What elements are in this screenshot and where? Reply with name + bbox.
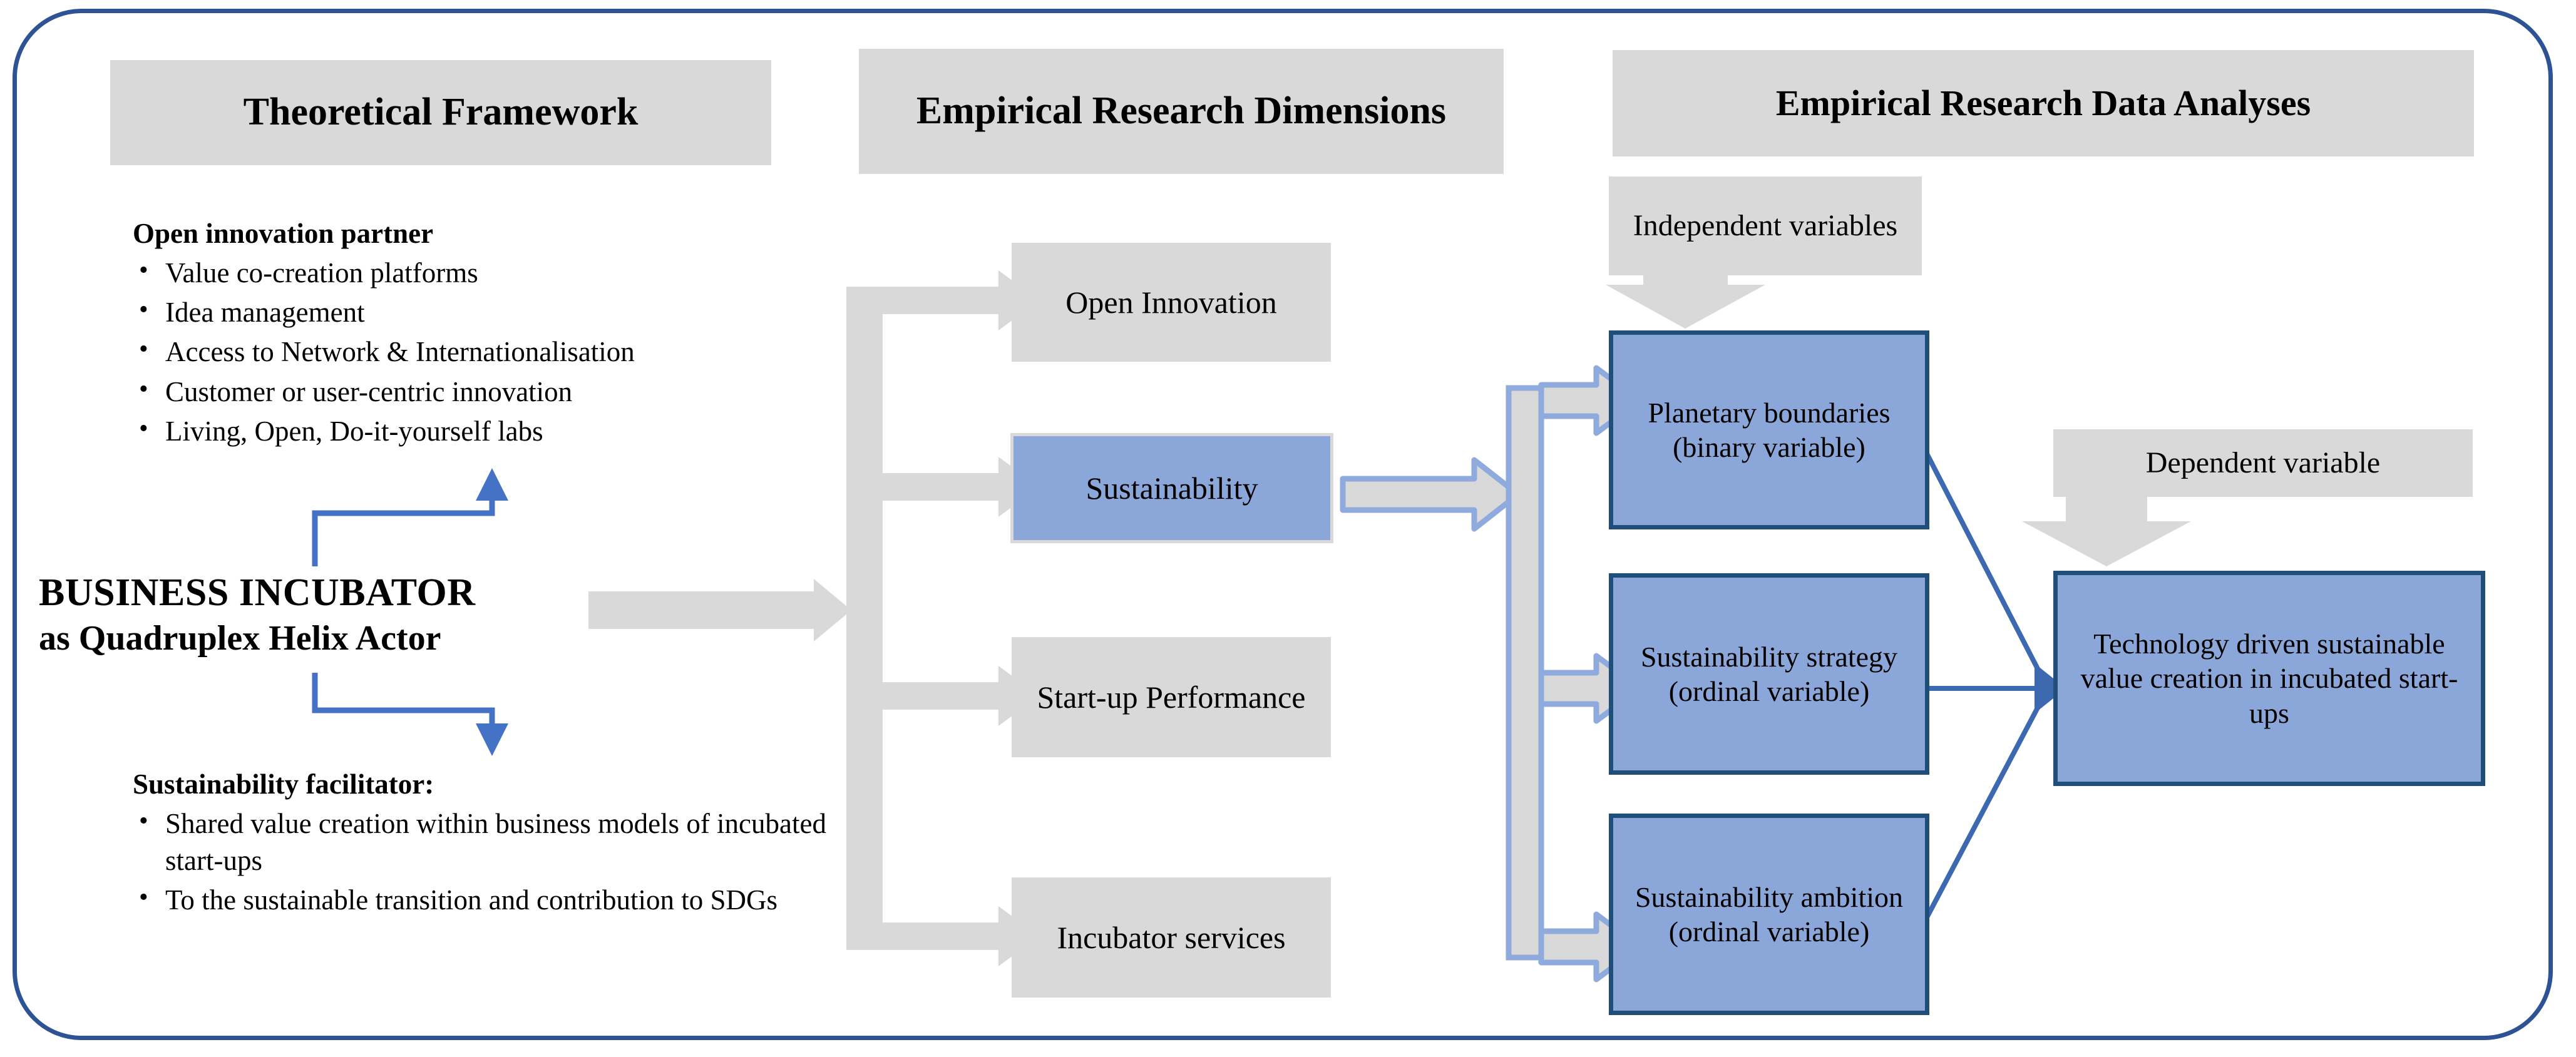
arrow-incubator-to-dimensions <box>588 579 851 641</box>
label-dependent-variable: Dependent variable <box>2053 429 2473 497</box>
sustainability-facilitator-list: Shared value creation within business mo… <box>133 804 828 919</box>
arrow-branch-incubator-services <box>883 906 1039 966</box>
variable-box-technology-driven-value-creation[interactable]: Technology driven sustainable value crea… <box>2053 571 2485 786</box>
list-item: Living, Open, Do-it-yourself labs <box>133 412 840 450</box>
dependent-arrowhead <box>2035 663 2066 713</box>
list-item: Access to Network & Internationalisation <box>133 332 840 370</box>
diagram-outer-frame <box>13 9 2553 1040</box>
business-incubator-subtitle: as Quadruplex Helix Actor <box>39 618 441 658</box>
dimension-box-incubator-services[interactable]: Incubator services <box>1012 877 1331 998</box>
dimension-box-open-innovation[interactable]: Open Innovation <box>1012 243 1331 362</box>
label-independent-variables: Independent variables <box>1609 176 1922 275</box>
arrow-branch-open-innovation <box>883 270 1039 330</box>
variable-box-sustainability-strategy[interactable]: Sustainability strategy (ordinal variabl… <box>1609 573 1929 775</box>
open-innovation-partner-block: Open innovation partner Value co-creatio… <box>133 216 840 451</box>
variable-box-sustainability-ambition[interactable]: Sustainability ambition (ordinal variabl… <box>1609 814 1929 1015</box>
list-item: Customer or user-centric innovation <box>133 372 840 411</box>
sustainability-facilitator-heading: Sustainability facilitator: <box>133 768 434 800</box>
elbow-down-to-facilitator <box>312 673 495 729</box>
open-innovation-partner-list: Value co-creation platforms Idea managem… <box>133 253 840 451</box>
list-item: To the sustainable transition and contri… <box>133 881 828 919</box>
variable-box-planetary-boundaries[interactable]: Planetary boundaries (binary variable) <box>1609 330 1929 529</box>
header-empirical-research-dimensions: Empirical Research Dimensions <box>859 49 1504 174</box>
business-incubator-title: BUSINESS INCUBATOR <box>39 571 476 614</box>
list-item: Idea management <box>133 293 840 331</box>
open-innovation-partner-heading: Open innovation partner <box>133 218 434 249</box>
line-ambition-to-dependent <box>1913 695 2046 940</box>
header-theoretical-framework: Theoretical Framework <box>110 60 771 165</box>
header-empirical-research-data-analyses: Empirical Research Data Analyses <box>1613 50 2474 156</box>
arrow-dependent-down <box>2022 488 2191 566</box>
arrow-branch-startup-performance <box>883 666 1039 726</box>
sustainability-facilitator-block: Sustainability facilitator: Shared value… <box>133 767 828 919</box>
elbow-up-to-partner <box>312 494 495 566</box>
dimension-box-sustainability[interactable]: Sustainability <box>1010 433 1333 543</box>
business-incubator-actor: BUSINESS INCUBATOR as Quadruplex Helix A… <box>39 569 602 660</box>
elbow-down-arrowhead <box>476 723 508 756</box>
arrow-sustainability-to-analyses <box>1340 457 1521 532</box>
list-item: Value co-creation platforms <box>133 253 840 292</box>
analyses-trunk <box>1506 385 1544 961</box>
dimension-box-startup-performance[interactable]: Start-up Performance <box>1012 637 1331 757</box>
dimensions-trunk <box>846 287 883 950</box>
line-planetary-to-dependent <box>1913 431 2046 682</box>
elbow-up-arrowhead <box>476 468 508 501</box>
list-item: Shared value creation within business mo… <box>133 804 828 880</box>
arrow-branch-sustainability <box>883 457 1039 517</box>
